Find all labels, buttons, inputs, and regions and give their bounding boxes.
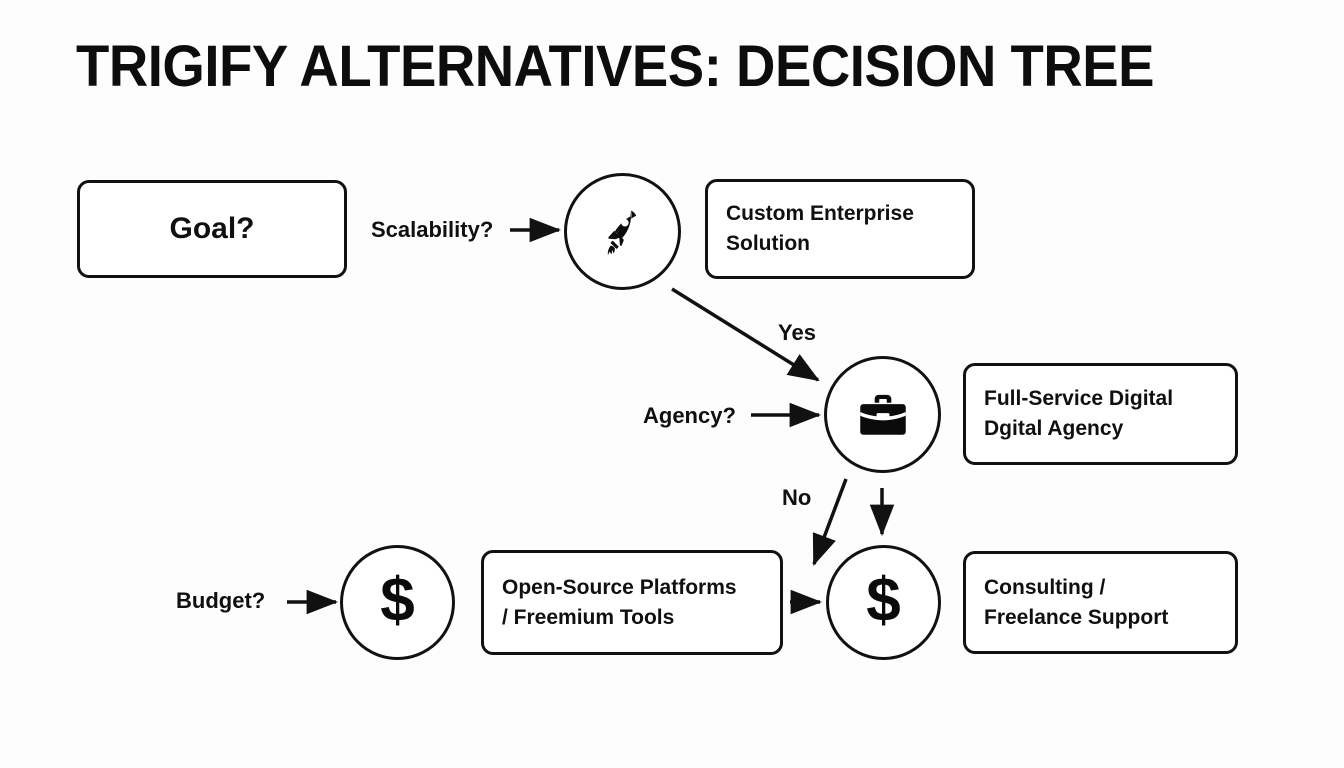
node-consulting-freelance-support-label: Consulting / Freelance Support xyxy=(984,575,1169,629)
node-full-service-digital-agency-label: Full-Service Digital Dgital Agency xyxy=(984,387,1174,440)
page-title: TRIGIFY ALTERNATIVES: DECISION TREE xyxy=(76,34,1155,99)
edge-label-scalability: Scalability? xyxy=(371,217,494,242)
dollar-sign-icon: $ xyxy=(380,565,415,635)
node-full-service-digital-agency[interactable]: Full-Service Digital Dgital Agency xyxy=(963,363,1238,465)
edge-label-budget: Budget? xyxy=(176,588,266,613)
node-rocket-circle[interactable] xyxy=(564,173,681,290)
node-goal[interactable]: Goal? xyxy=(77,180,347,278)
node-consulting-freelance-support[interactable]: Consulting / Freelance Support xyxy=(963,551,1238,654)
node-goal-label: Goal? xyxy=(169,211,255,245)
edge-label-no: No xyxy=(782,485,812,510)
node-custom-enterprise-solution[interactable]: Custom Enterprise Solution xyxy=(705,179,975,279)
node-consulting-dollar-circle[interactable]: $ xyxy=(826,545,941,660)
dollar-sign-icon: $ xyxy=(866,565,901,635)
node-open-source-platforms[interactable]: Open-Source Platforms / Freemium Tools xyxy=(481,550,783,655)
edge-label-agency: Agency? xyxy=(643,403,736,428)
arrow-briefcase-to-consulting-diagonal xyxy=(812,478,848,566)
node-open-source-platforms-label: Open-Source Platforms / Freemium Tools xyxy=(502,575,737,629)
node-budget-dollar-circle[interactable]: $ xyxy=(340,545,455,660)
node-briefcase-circle[interactable] xyxy=(824,356,941,473)
rocket-icon xyxy=(595,204,651,260)
edge-label-yes: Yes xyxy=(778,320,816,345)
briefcase-icon xyxy=(855,390,911,440)
node-custom-enterprise-solution-label: Custom Enterprise Solution xyxy=(726,202,914,255)
